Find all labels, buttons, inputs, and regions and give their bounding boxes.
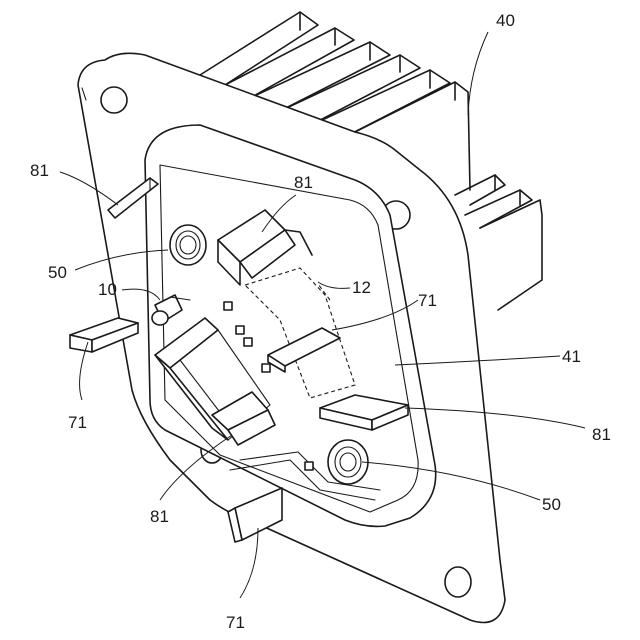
- label-81-lower: 81: [150, 507, 169, 526]
- label-81-upper: 81: [294, 173, 313, 192]
- label-71-left: 71: [68, 413, 87, 432]
- label-40: 40: [496, 11, 515, 30]
- label-41: 41: [562, 347, 581, 366]
- label-12: 12: [352, 278, 371, 297]
- label-50-upper: 50: [48, 263, 67, 282]
- mount-hole-top-left: [101, 87, 127, 113]
- label-81-top-left: 81: [30, 161, 49, 180]
- label-50-lower: 50: [542, 495, 561, 514]
- boss-50-upper: [170, 225, 206, 265]
- label-71-center: 71: [418, 291, 437, 310]
- label-71-bottom: 71: [226, 613, 245, 632]
- label-10: 10: [98, 280, 117, 299]
- mount-hole-bottom-right: [445, 567, 471, 597]
- label-81-right: 81: [592, 425, 611, 444]
